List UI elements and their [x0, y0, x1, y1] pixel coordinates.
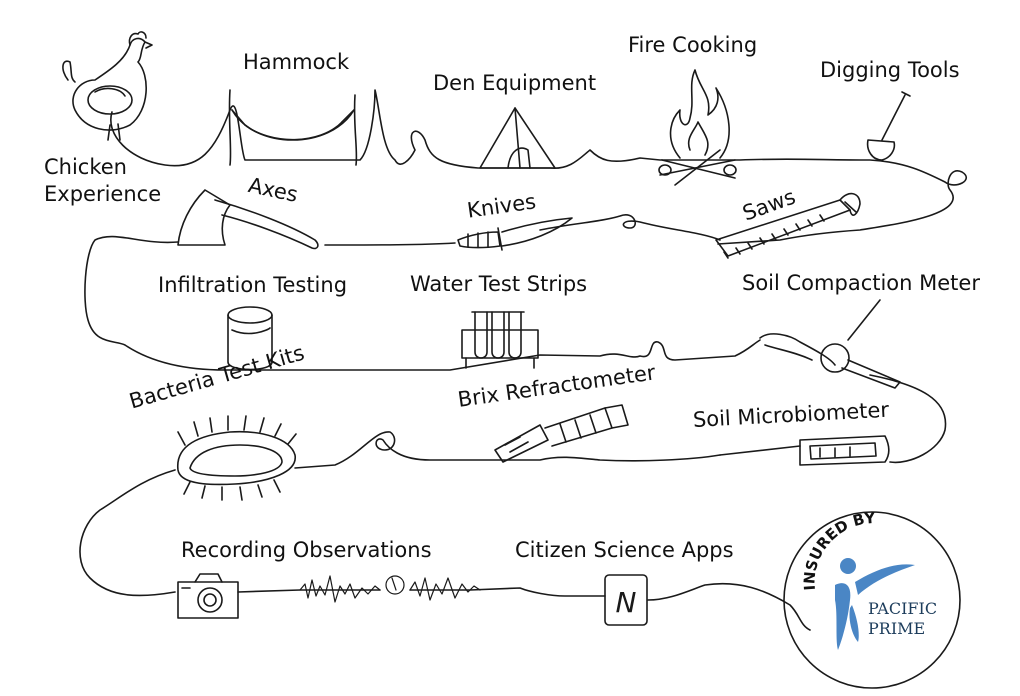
label-den-equipment: Den Equipment	[433, 71, 597, 95]
app-icon	[604, 574, 648, 626]
tent-icon	[479, 107, 556, 169]
hammock-icon	[228, 89, 358, 166]
label-infiltration-testing: Infiltration Testing	[158, 273, 348, 297]
label-hammock: Hammock	[243, 50, 350, 74]
label-citizen-science-apps: Citizen Science Apps	[515, 538, 734, 562]
saw-icon	[715, 192, 861, 259]
label-chicken-experience: Chicken Experience	[44, 155, 162, 207]
chicken-icon	[62, 31, 153, 141]
compaction-meter-icon	[759, 299, 901, 389]
app-letter: N	[616, 586, 637, 619]
test-tubes-icon	[461, 311, 539, 369]
logo-figure-head	[840, 558, 856, 574]
cylinder-icon	[227, 306, 273, 371]
label-digging-tools: Digging Tools	[820, 58, 960, 82]
camera-icon	[177, 573, 239, 619]
insurer-logo: INSURED BY PACIFIC PRIME	[783, 509, 961, 689]
shovel-icon	[866, 91, 911, 161]
logo-figure-leg	[849, 605, 859, 642]
logo-brand-line1: PACIFIC	[868, 599, 937, 618]
campfire-icon	[658, 69, 737, 186]
waveform-icon	[299, 575, 481, 603]
label-soil-compaction-meter: Soil Compaction Meter	[742, 271, 980, 295]
bacteria-icon	[177, 415, 297, 501]
label-fire-cooking: Fire Cooking	[628, 33, 758, 57]
thermometer-probe-icon	[719, 435, 890, 466]
logo-brand-line2: PRIME	[868, 619, 925, 638]
logo-figure-arm	[855, 564, 915, 595]
refractometer-icon	[494, 404, 629, 463]
logo-circle	[783, 511, 961, 689]
knife-icon	[457, 217, 573, 251]
axe-icon	[177, 189, 319, 250]
logo-figure-body	[835, 583, 851, 650]
label-water-test-strips: Water Test Strips	[410, 272, 588, 296]
label-recording-observations: Recording Observations	[181, 538, 432, 562]
